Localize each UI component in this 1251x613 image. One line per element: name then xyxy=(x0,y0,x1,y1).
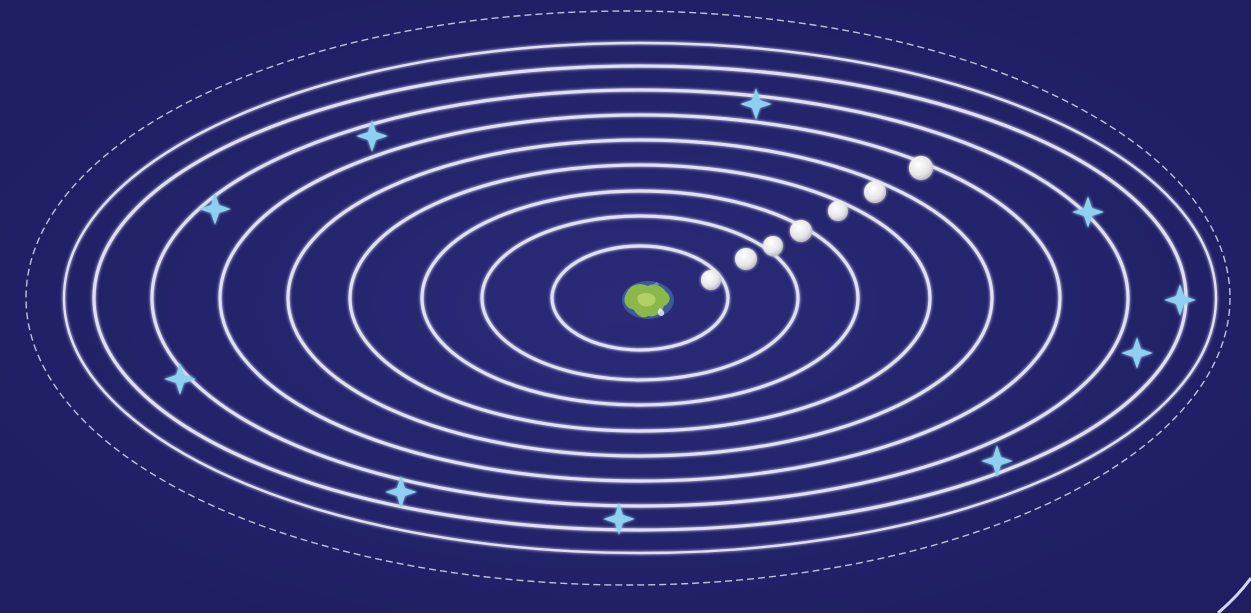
four-point-star-icon xyxy=(1121,337,1153,369)
four-point-star-icon xyxy=(1072,196,1104,228)
planet-dot-icon xyxy=(763,236,783,256)
planet-dot-icon xyxy=(790,220,812,242)
planet-dot-icon xyxy=(735,248,757,270)
planet-dot-icon xyxy=(828,201,848,221)
earth-icon xyxy=(622,281,674,319)
orbit-ring xyxy=(550,244,730,352)
planet-dot-icon xyxy=(701,270,721,290)
orbit-ring xyxy=(62,41,1218,555)
four-point-star-icon xyxy=(164,363,196,395)
planet-dot-icon xyxy=(909,156,933,180)
four-point-star-icon xyxy=(1164,284,1196,316)
orbit-ring xyxy=(150,88,1130,508)
four-point-star-icon xyxy=(981,445,1013,477)
orbit-ring xyxy=(218,113,1062,483)
outer-boundary-dashed xyxy=(25,10,1231,586)
fixed-stars xyxy=(164,88,1196,535)
orbit-ring xyxy=(348,163,932,433)
orbit-ring xyxy=(420,189,860,407)
four-point-star-icon xyxy=(356,120,388,152)
four-point-star-icon xyxy=(740,88,772,120)
four-point-star-icon xyxy=(385,476,417,508)
planet-dot-icon xyxy=(864,181,886,203)
four-point-star-icon xyxy=(199,193,231,225)
four-point-star-icon xyxy=(603,503,635,535)
orbit-ring xyxy=(286,138,994,458)
orbit-ring xyxy=(480,214,800,382)
planets xyxy=(701,156,933,290)
corner-arc xyxy=(1217,577,1251,613)
